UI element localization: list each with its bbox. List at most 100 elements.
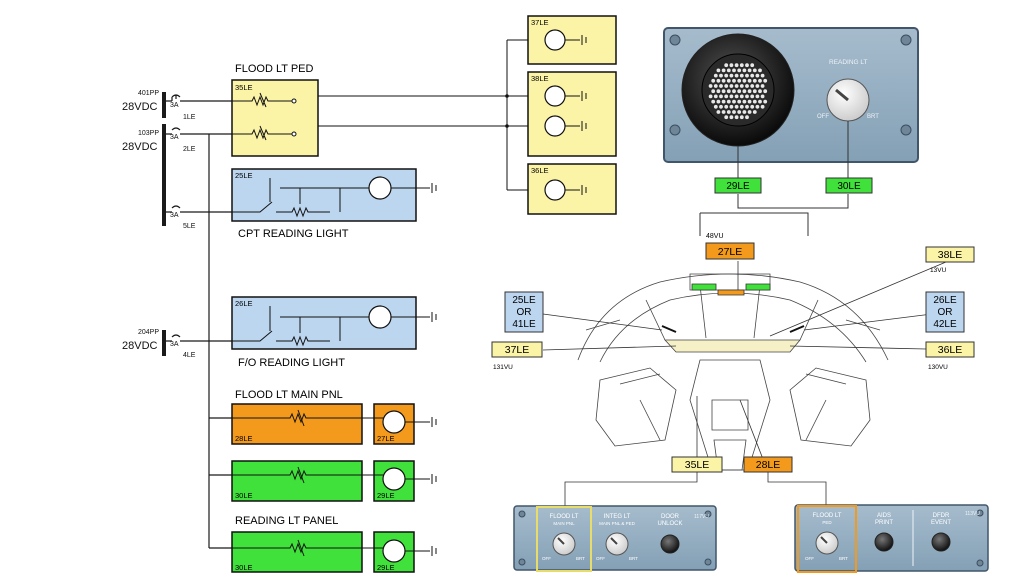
tag-25le-41le (504, 291, 544, 333)
aids-print-button[interactable] (874, 532, 894, 552)
reading-panel-id: 30LE (235, 563, 253, 572)
lamp-grille-dot (763, 89, 768, 94)
tag-37le-text: 37LE (505, 344, 530, 356)
tag-27le (705, 242, 755, 260)
green-row-box (231, 460, 363, 502)
vu48-label: 48VU (706, 233, 724, 240)
tag-29le-text: 29LE (726, 181, 750, 192)
dfdr-event-button[interactable] (931, 532, 951, 552)
tag-35le (671, 456, 723, 473)
flood-main-lamp-id: 27LE (377, 434, 395, 443)
lamp-grille-dot (750, 63, 755, 68)
cockpit-tags: 48VU 27LE 38LE 13VU 25LE OR 41LE 26LE OR… (491, 233, 975, 473)
door-unlock-button[interactable] (660, 534, 680, 554)
lamp-grille-dot (716, 78, 721, 83)
lamp-grille-dot (716, 99, 721, 104)
reading-panel-lamp-id: 29LE (377, 563, 395, 572)
lamp-grille-dot (716, 68, 721, 73)
lamp-grille-dot (760, 94, 765, 99)
lamp-grille-dot (732, 68, 736, 73)
lamp-grille-dot (750, 84, 755, 88)
tag-37le (491, 341, 543, 358)
lamp-grille-dot (758, 78, 762, 83)
screw-icon (900, 34, 912, 46)
supply3-circuit: 204PP (138, 329, 159, 336)
lamp-grille-dot (747, 99, 752, 104)
lamp-grille-dot (737, 99, 742, 104)
cockpit-leader-lines (542, 261, 947, 512)
lamp-grille-dot (739, 84, 744, 88)
vu130-label: 130VU (928, 364, 948, 371)
flood-main-off: OFF (542, 556, 551, 561)
lamp-grille-dot (713, 104, 718, 109)
tag-30le (825, 177, 873, 194)
lamp-grille-dot (745, 94, 749, 99)
supply1-rating: 3A (170, 102, 179, 109)
lamp-grille-dot (737, 68, 742, 73)
reading-panel-title: READING LT PANEL (235, 515, 338, 527)
supply2b-rating: 3A (170, 212, 179, 219)
lamp-grille-dot (737, 110, 742, 114)
supply2-circuit: 103PP (138, 130, 159, 137)
supply2-rating: 3A (170, 134, 179, 141)
lamp-grille-dot (716, 89, 721, 94)
lamp-grille-dot (758, 89, 762, 94)
cpt-reading-title: CPT READING LIGHT (238, 228, 349, 240)
lamp-grille-dot (755, 84, 760, 88)
lamp-grille-dot (745, 73, 749, 78)
lamp-grille-dot (745, 84, 749, 88)
tag-36le (925, 341, 975, 358)
vu131-label: 131VU (493, 364, 513, 371)
reading-panel-lamp-box (373, 531, 415, 573)
lamp-grille-dot (747, 78, 752, 83)
tag-38le-text: 38LE (938, 249, 963, 261)
fo-reading-module: 26LE F/O READING LIGHT (231, 296, 437, 369)
lamp-grille-dot (734, 73, 739, 78)
reading-lt-brt: BRT (867, 114, 879, 120)
screw-icon (976, 559, 984, 567)
lamp-grille-dot (739, 94, 744, 99)
screw-icon (669, 124, 681, 136)
ped-brt: BRT (839, 556, 848, 561)
right-lamp-boxes: 37LE 38LE 36LE (505, 15, 617, 215)
supply1-breaker: 1LE (183, 114, 196, 121)
lamp-grille-dot (755, 73, 760, 78)
screw-icon (669, 34, 681, 46)
door-unlock-title: DOOR (661, 514, 680, 520)
lamp-grille-dot (719, 104, 723, 109)
tag-42le-text: 42LE (933, 319, 957, 330)
lamp-grille-dot (729, 63, 734, 68)
lamp-grille-dot (724, 115, 729, 120)
vu13-label: 13VU (930, 267, 947, 274)
flood-main-id: 28LE (235, 434, 253, 443)
tag-26le-or: OR (938, 307, 953, 318)
lamp-grille-dot (739, 104, 744, 109)
lamp-grille-dot (747, 68, 752, 73)
lamp-grille-dot (726, 89, 731, 94)
reading-lt-panel-photo: READING LT OFF BRT 29LE 30LE (663, 27, 919, 236)
lamp-grille-dot (713, 84, 718, 88)
tag-25le-text: 25LE (512, 295, 536, 306)
lamp-grille-dot (760, 84, 765, 88)
lamp-grille-dot (729, 73, 734, 78)
lamp-grille-dot (739, 115, 744, 120)
right-box-36-id: 36LE (531, 166, 549, 175)
flood-ped-id: 35LE (235, 83, 253, 92)
lamp-grille-dot (724, 84, 729, 88)
lamp-grille-dot (724, 94, 729, 99)
lamp-grille-dot (711, 99, 716, 104)
tag-41le-text: 41LE (512, 319, 536, 330)
cpt-reading-module: 25LE CPT READING LIGHT (231, 168, 437, 240)
lamp-grille-dot (721, 78, 726, 83)
tag-28le (743, 456, 793, 473)
integ-brt: BRT (629, 556, 638, 561)
lamp-grille-dot (721, 68, 726, 73)
lamp-grille-dot (732, 110, 736, 114)
lamp-grille-dot (716, 110, 721, 114)
tag-38le (925, 246, 975, 263)
flood-ped-title: FLOOD LT PED (235, 63, 314, 75)
green-row-id: 30LE (235, 491, 253, 500)
integ-lt-sub: MAIN PNL & PED (599, 521, 636, 526)
lamp-grille-dot (745, 104, 749, 109)
lamp-grille-dot (721, 99, 726, 104)
